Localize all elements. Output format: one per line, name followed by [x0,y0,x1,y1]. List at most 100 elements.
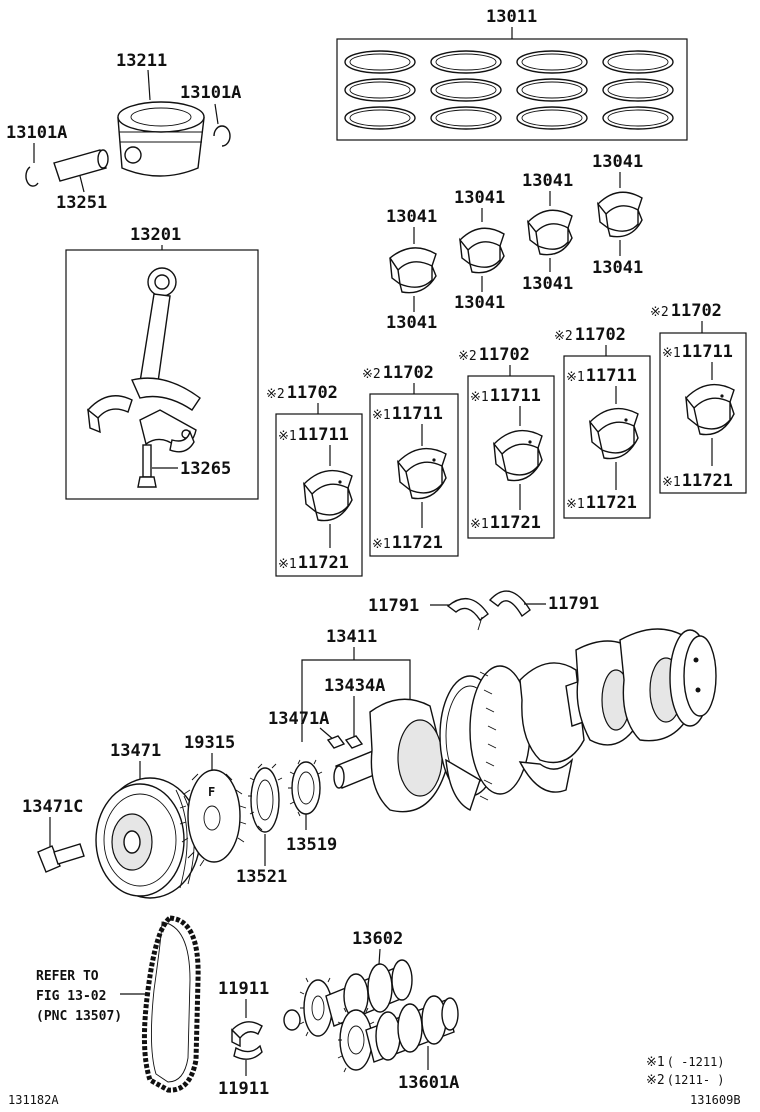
label-13041-4-top[interactable]: 13041 [592,152,643,172]
timing-chain[interactable] [141,915,201,1093]
crankshaft-keys[interactable] [326,735,364,749]
ring-set-1[interactable] [344,50,416,130]
label-19315[interactable]: 19315 [184,733,235,753]
thrust-washer-left[interactable] [446,597,489,622]
ring-set-4[interactable] [602,50,674,130]
front-end-group: 13471 13471C 19315 F [22,733,337,899]
main-set-1-upper-label[interactable]: ※111711 [278,425,349,445]
label-13041-1-bottom[interactable]: 13041 [386,313,437,333]
label-13411[interactable]: 13411 [326,627,377,647]
piston-pin[interactable] [53,149,109,182]
main-set-5-frame [659,332,747,494]
camshaft-group: 13602 13601A [283,929,459,1093]
main-set-1-frame [275,413,363,577]
timing-rotor-plate[interactable]: F [179,769,247,867]
main-set-1-lower-label[interactable]: ※111721 [278,553,349,573]
label-13041-1-top[interactable]: 13041 [386,207,437,227]
label-13434A[interactable]: 13434A [324,676,385,696]
pulley-bolt[interactable] [37,843,85,873]
label-13101A-right[interactable]: 13101A [180,83,241,103]
label-13265[interactable]: 13265 [180,459,231,479]
main-set-4-frame [563,355,651,519]
refer-line-1: REFER TO [36,969,99,984]
piston-pin-clip-right[interactable] [213,125,231,147]
main-set-4-lower-label[interactable]: ※111721 [566,493,637,513]
main-set-3-frame [467,375,555,539]
piston-pin-clip-left[interactable] [25,166,39,187]
rod-bearing-pair-4[interactable] [597,191,643,238]
camshaft-upper[interactable] [283,959,413,1037]
camshaft-bearing[interactable] [231,1021,263,1060]
main-set-5-lower-label[interactable]: ※111721 [662,471,733,491]
refer-line-2: FIG 13-02 [36,989,106,1004]
crankshaft-group: 13411 13434A 13471A [268,627,717,813]
legend: ※1( -1211) ※2(1211- ) [646,1055,725,1088]
thrust-washer-right[interactable] [488,590,531,618]
piston[interactable] [117,101,205,177]
legend-note-1: ※1( -1211) [646,1055,725,1070]
label-13602[interactable]: 13602 [352,929,403,949]
main-bearing-1[interactable] [303,469,353,522]
main-set-3-upper-label[interactable]: ※111711 [470,386,541,406]
figure-id-left: 131182A [8,1093,59,1107]
main-set-2-lower-label[interactable]: ※111721 [372,533,443,553]
label-13471C[interactable]: 13471C [22,797,83,817]
label-13041-2-top[interactable]: 13041 [454,188,505,208]
main-bearing-2[interactable] [397,447,447,500]
camshaft-bearing-group: 11911 11911 [218,979,269,1099]
rod-bearing-lower[interactable] [169,429,195,453]
main-set-2-upper-label[interactable]: ※111711 [372,404,443,424]
label-13601A[interactable]: 13601A [398,1073,459,1093]
rod-bearing-pair-3[interactable] [527,209,573,256]
label-13471[interactable]: 13471 [110,741,161,761]
label-13471A[interactable]: 13471A [268,709,329,729]
connecting-rod-group: 13201 13265 [65,225,259,500]
refer-line-3: (PNC 13507) [36,1009,122,1024]
rod-bolt[interactable] [137,444,157,488]
label-13041-3-top[interactable]: 13041 [522,171,573,191]
ring-set-2[interactable] [430,50,502,130]
main-set-3-lower-label[interactable]: ※111721 [470,513,541,533]
rod-bearing-pair-2[interactable] [459,227,505,274]
label-13101A-left[interactable]: 13101A [6,123,67,143]
label-13041-4-bottom[interactable]: 13041 [592,258,643,278]
label-11911-top[interactable]: 11911 [218,979,269,999]
label-13211[interactable]: 13211 [116,51,167,71]
connecting-rod[interactable] [131,267,201,411]
label-13041-3-bottom[interactable]: 13041 [522,274,573,294]
main-bearing-4[interactable] [589,407,639,460]
label-11911-bottom[interactable]: 11911 [218,1079,269,1099]
label-13251[interactable]: 13251 [56,193,107,213]
label-13011[interactable]: 13011 [486,7,537,27]
rod-bearing-pair-1[interactable] [389,247,437,294]
piston-group: 13211 13101A 13101A 13251 [6,51,241,213]
crankshaft-pulley[interactable] [95,777,201,899]
label-13201[interactable]: 13201 [130,225,181,245]
label-11791-right[interactable]: 11791 [548,594,599,614]
label-11791-left[interactable]: 11791 [368,596,419,616]
oil-pump-drive-sprocket[interactable] [288,759,323,817]
label-13519[interactable]: 13519 [286,835,337,855]
main-set-2-frame [369,393,459,557]
label-13521[interactable]: 13521 [236,867,287,887]
main-bearing-3[interactable] [493,429,543,482]
legend-note-2: ※2(1211- ) [646,1073,725,1088]
camshaft-lower[interactable] [337,995,459,1073]
piston-rings-group: 13011 [336,7,688,141]
main-set-4-upper-label[interactable]: ※111711 [566,366,637,386]
crankshaft-timing-sprocket[interactable] [248,763,283,833]
rod-bearing-upper[interactable] [86,395,133,434]
main-set-5-upper-label[interactable]: ※111711 [662,342,733,362]
main-bearing-5[interactable] [685,383,735,436]
label-13041-2-bottom[interactable]: 13041 [454,293,505,313]
crankshaft[interactable] [333,628,717,813]
ring-set-3[interactable] [516,50,588,130]
